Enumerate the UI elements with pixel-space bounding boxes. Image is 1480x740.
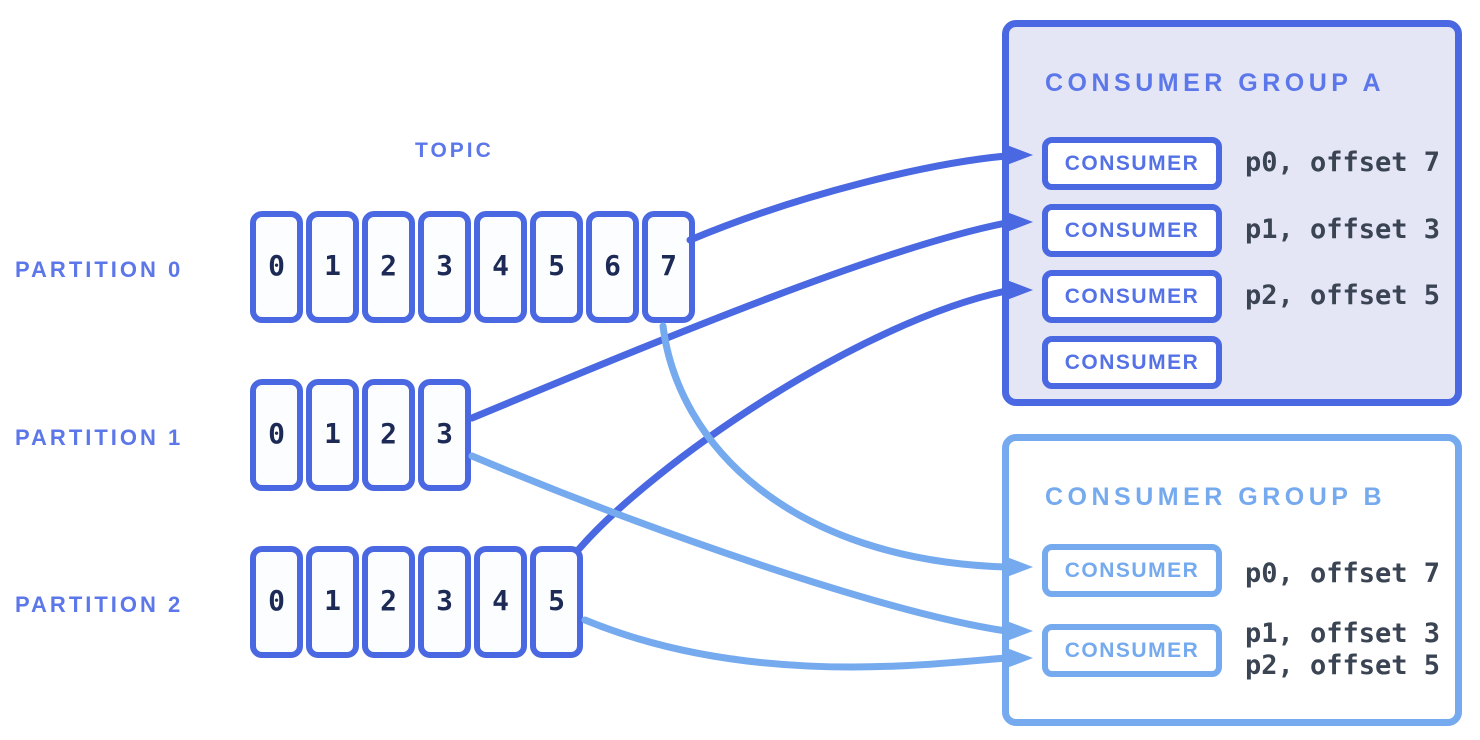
partition-2-row: 0 1 2 3 4 5 [250,546,583,658]
partition-2-message-cell: 4 [474,546,527,658]
topic-title: TOPIC [415,139,494,162]
partition-0-message-cell: 4 [474,211,527,323]
partition-1-message-cell: 3 [418,379,471,491]
groupA-consumer-2-assignment: p1, offset 3 [1245,214,1441,245]
consumer-group-b: CONSUMER GROUP B CONSUMER CONSUMER p0, o… [1002,434,1462,726]
groupA-consumer-3: CONSUMER [1042,270,1222,323]
groupB-consumer-2-assignment-line2: p2, offset 5 [1245,650,1441,681]
partition-1-message-cell: 2 [362,379,415,491]
partition-1-message-cell: 1 [306,379,359,491]
partition-0-row: 0 1 2 3 4 5 6 7 [250,211,695,323]
partition-1-label: PARTITION 1 [15,425,184,450]
partition-0-message-cell: 5 [530,211,583,323]
partition-0-label: PARTITION 0 [15,257,184,282]
consumer-group-a-title: CONSUMER GROUP A [1045,69,1386,97]
groupA-consumer-4: CONSUMER [1042,336,1222,389]
partition-2-message-cell: 1 [306,546,359,658]
partition-0-message-cell: 6 [586,211,639,323]
groupB-consumer-1: CONSUMER [1042,544,1222,597]
arrow-partition0-to-groupA-consumer1 [686,152,1010,244]
partition-2-label: PARTITION 2 [15,592,184,617]
groupB-consumer-2: CONSUMER [1042,624,1222,677]
arrow-partition0-to-groupB-consumer1 [659,322,1010,571]
groupA-consumer-3-assignment: p2, offset 5 [1245,280,1441,311]
groupA-consumer-2: CONSUMER [1042,204,1222,257]
partition-0-message-cell: 2 [362,211,415,323]
partition-1-message-cell: 0 [250,379,303,491]
partition-2-message-cell: 2 [362,546,415,658]
partition-2-message-cell: 0 [250,546,303,658]
groupA-consumer-1-assignment: p0, offset 7 [1245,147,1441,178]
partition-0-message-cell: 7 [642,211,695,323]
partition-0-message-cell: 1 [306,211,359,323]
partition-0-message-cell: 3 [418,211,471,323]
partition-0-message-cell: 0 [250,211,303,323]
partition-2-message-cell: 5 [530,546,583,658]
partition-1-row: 0 1 2 3 [250,379,471,491]
consumer-group-b-title: CONSUMER GROUP B [1045,483,1387,511]
arrow-partition2-to-groupA-consumer3 [575,287,1010,553]
groupB-consumer-2-assignment-line1: p1, offset 3 [1245,618,1441,649]
arrow-partition2-to-groupB-consumer2 [581,616,1010,671]
consumer-group-a: CONSUMER GROUP A CONSUMER CONSUMER CONSU… [1002,20,1462,406]
groupA-consumer-1: CONSUMER [1042,137,1222,190]
groupB-consumer-1-assignment: p0, offset 7 [1245,558,1441,589]
partition-2-message-cell: 3 [418,546,471,658]
